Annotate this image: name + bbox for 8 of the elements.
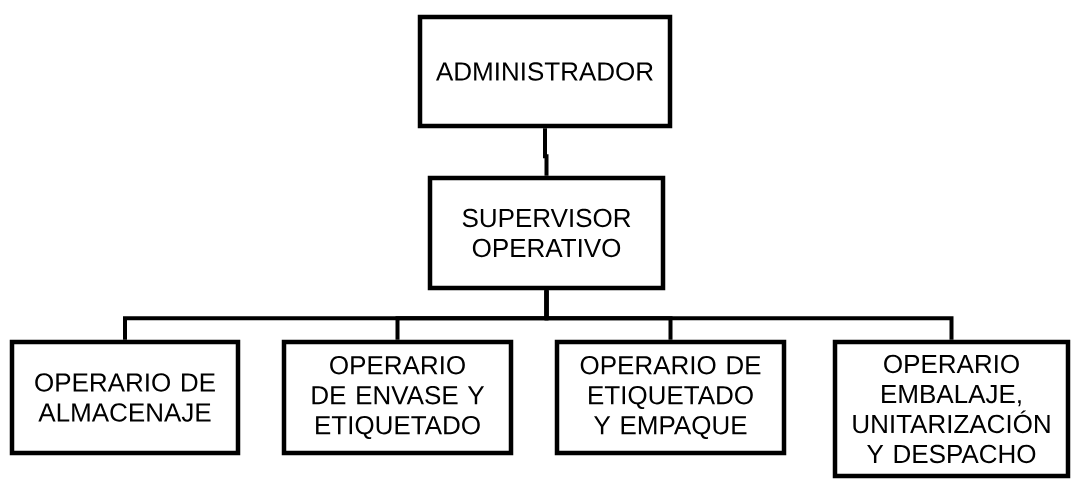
org-box: SUPERVISOR OPERATIVO xyxy=(427,175,666,291)
org-box: OPERARIO EMBALAJE, UNITARIZACIÓN Y DESPACHO xyxy=(832,339,1071,479)
org-box: OPERARIO DE ETIQUETADO Y EMPAQUE xyxy=(554,339,787,456)
org-box: OPERARIO DE ENVASE Y ETIQUETADO xyxy=(281,339,514,456)
connector-line xyxy=(543,128,549,176)
org-box: OPERARIO DE ALMACENAJE xyxy=(9,339,241,456)
org-box: ADMINISTRADOR xyxy=(417,14,673,129)
connector-line xyxy=(544,290,954,340)
